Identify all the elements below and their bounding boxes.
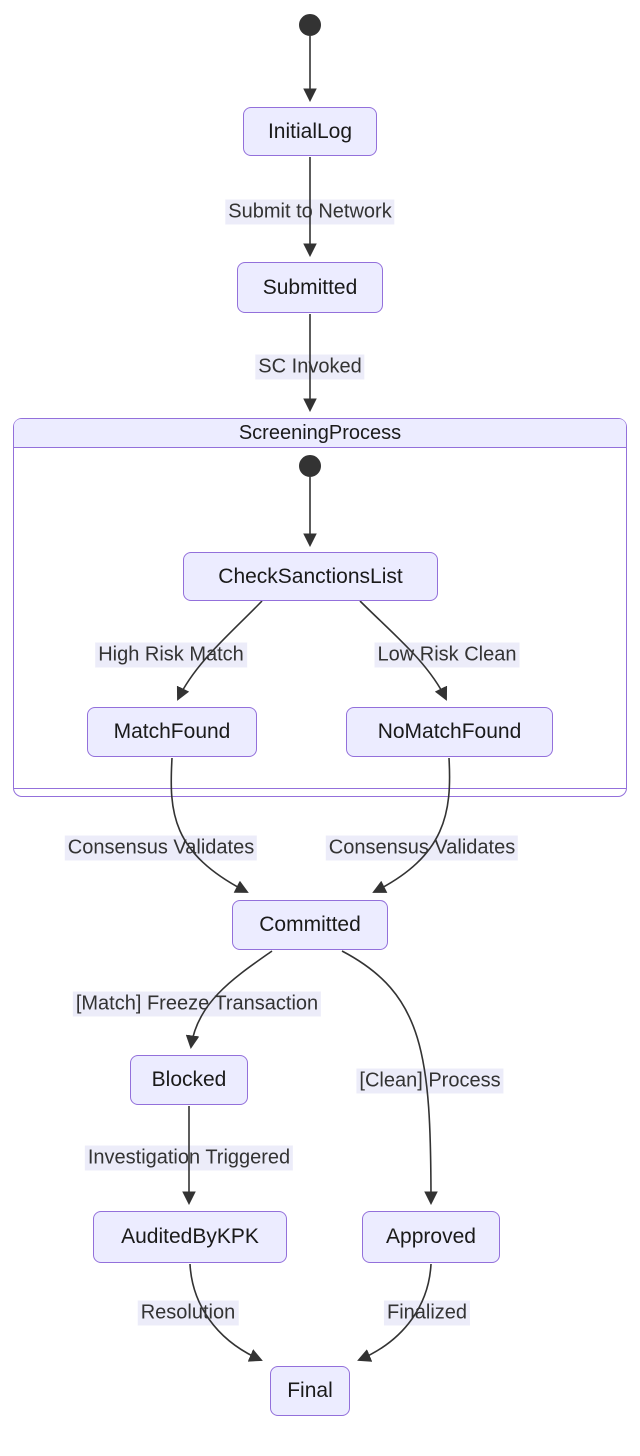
edge-label-consensus-validates-left: Consensus Validates xyxy=(64,835,258,861)
edge-label-sc-invoked: SC Invoked xyxy=(255,354,365,380)
edge-label-low-risk-clean: Low Risk Clean xyxy=(374,642,520,668)
state-auditedbykpk: AuditedByKPK xyxy=(93,1211,287,1263)
edge-label-clean-process: [Clean] Process xyxy=(356,1068,504,1094)
composite-state-title: ScreeningProcess xyxy=(14,419,626,448)
edge-label-high-risk-match: High Risk Match xyxy=(95,642,247,668)
edge-label-match-freeze-transaction: [Match] Freeze Transaction xyxy=(72,991,322,1017)
state-committed: Committed xyxy=(232,900,388,950)
state-approved: Approved xyxy=(362,1211,500,1263)
state-final: Final xyxy=(270,1366,350,1416)
state-initiallog: InitialLog xyxy=(243,107,377,156)
state-nomatchfound: NoMatchFound xyxy=(346,707,553,757)
edge-label-investigation-triggered: Investigation Triggered xyxy=(84,1145,294,1171)
edge-label-submit-to-network: Submit to Network xyxy=(225,199,395,225)
state-submitted: Submitted xyxy=(237,262,383,313)
state-matchfound: MatchFound xyxy=(87,707,257,757)
inner-start-state-icon xyxy=(299,455,321,477)
composite-bottom-divider xyxy=(14,788,626,789)
edge-label-finalized: Finalized xyxy=(383,1300,471,1326)
state-checksanctionslist: CheckSanctionsList xyxy=(183,552,438,601)
state-blocked: Blocked xyxy=(130,1055,248,1105)
edge-label-resolution: Resolution xyxy=(137,1300,239,1326)
edge-label-consensus-validates-right: Consensus Validates xyxy=(325,835,519,861)
start-state-icon xyxy=(299,14,321,36)
